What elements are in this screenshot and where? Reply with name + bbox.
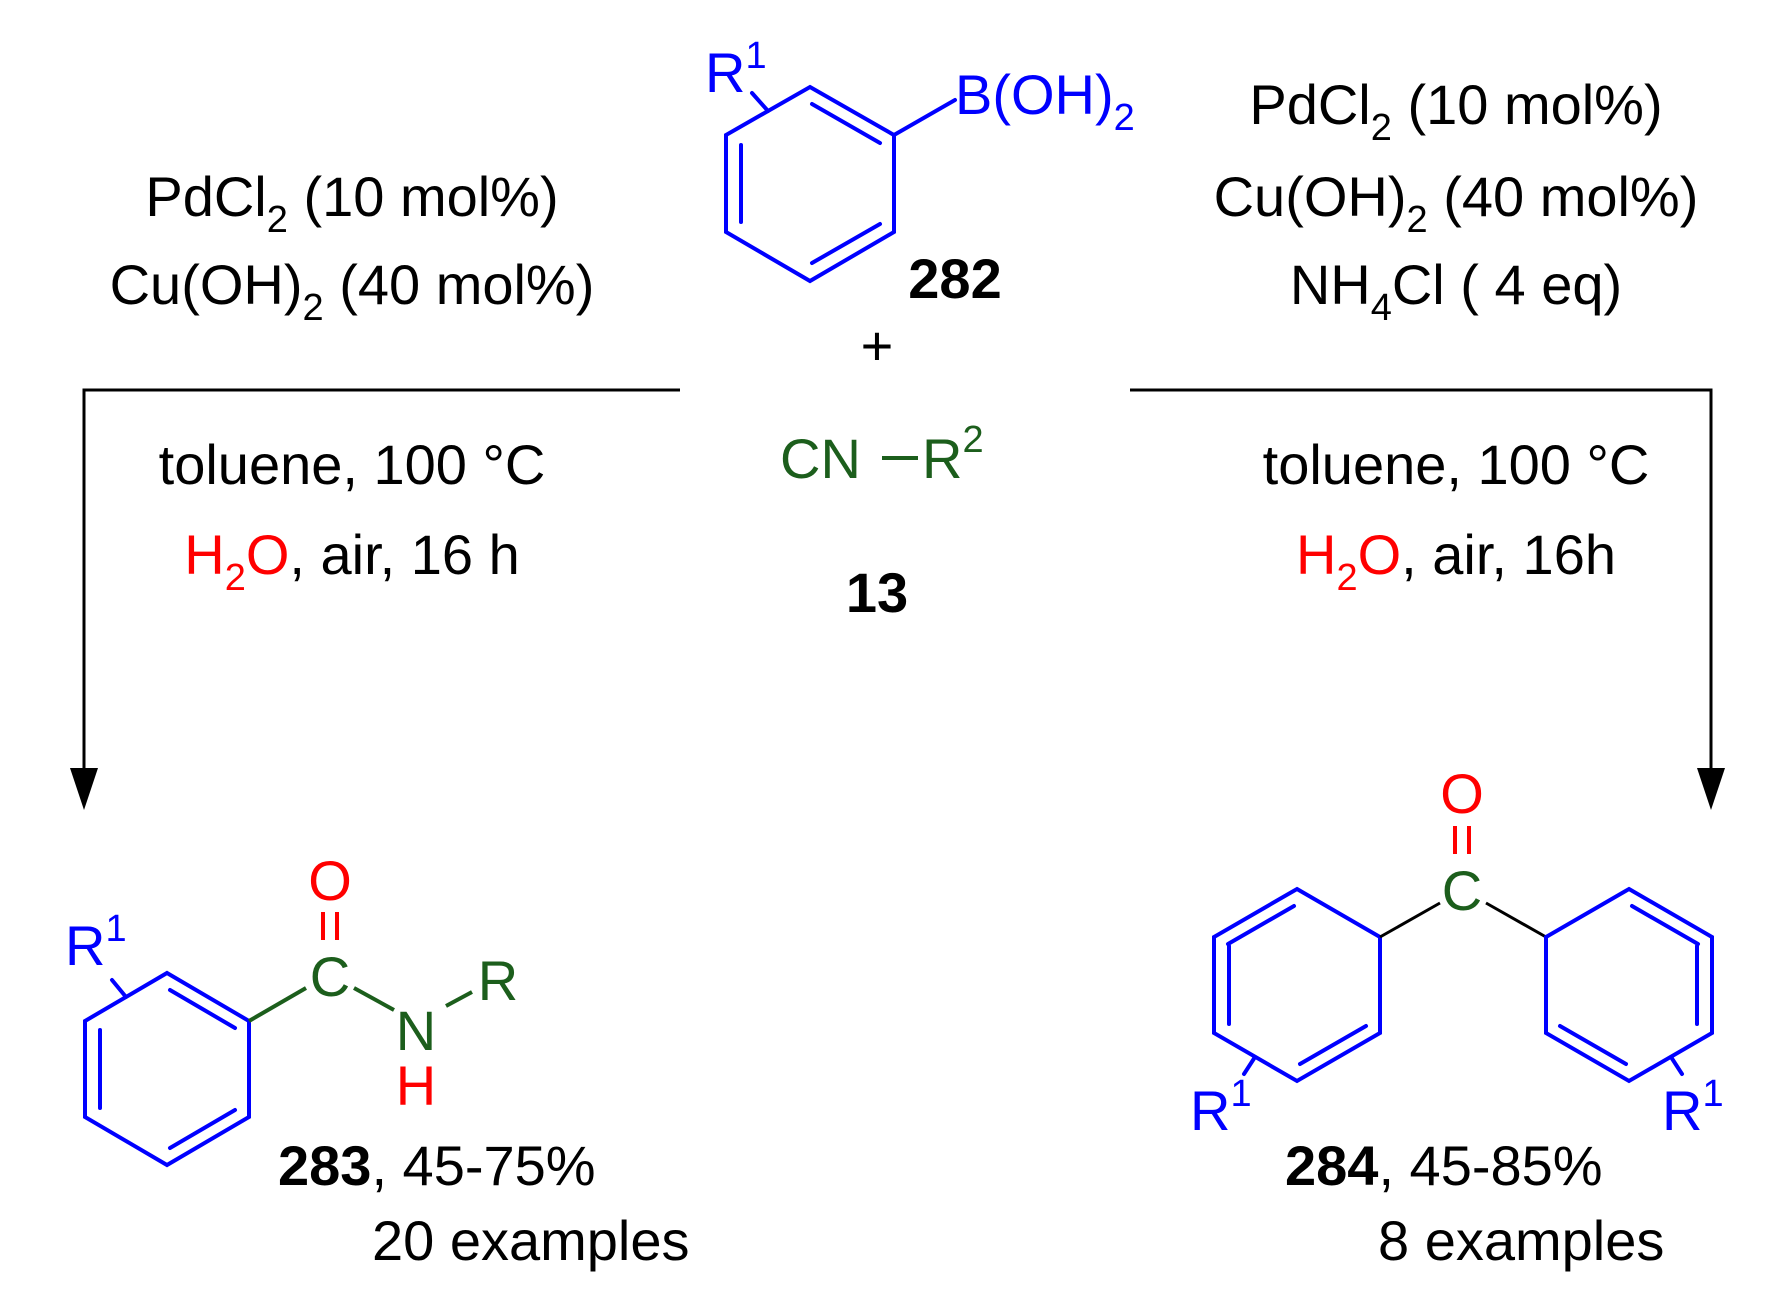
compound-282-label: 282	[908, 247, 1001, 310]
amide-hydrogen-label: H	[396, 1054, 436, 1117]
ketone-r1-right-label: R1	[1662, 1073, 1724, 1142]
boronic-acid-label: B(OH)2	[955, 63, 1135, 139]
compound-284-yield: 284, 45-85%	[1285, 1134, 1603, 1197]
aryl-carbonyl-bond	[247, 986, 308, 1023]
nitrile-structure: CN R2	[780, 419, 984, 490]
ring-double-bond	[1226, 904, 1296, 946]
boronic-acid-structure: R1 B(OH)2	[705, 35, 1135, 284]
amide-carbon-label: C	[310, 945, 350, 1008]
nitrile-r2-label: R2	[922, 419, 984, 490]
plus-sign: +	[861, 314, 894, 377]
ring-double-bond	[1298, 1024, 1368, 1066]
ketone-product-structure: R1 C O R1	[1190, 762, 1724, 1142]
right-water-air-time: H2O, air, 16h	[1296, 523, 1616, 599]
right-cocatalyst: Cu(OH)2 (40 mol%)	[1214, 165, 1699, 241]
ketone-left-ring	[1212, 886, 1382, 1084]
substituent-bond	[1242, 1055, 1257, 1076]
amide-r-label: R	[478, 949, 518, 1012]
amide-ring	[83, 970, 251, 1168]
right-solvent-temp: toluene, 100 °C	[1263, 433, 1650, 496]
carbon-nitrogen-bond	[353, 986, 395, 1012]
right-reaction-arrow	[1130, 388, 1725, 810]
ring-double-bond	[810, 102, 882, 145]
compound-13-label: 13	[846, 561, 908, 624]
amide-r1-label: R1	[65, 908, 127, 977]
ring-double-bond	[168, 988, 237, 1030]
ring-double-bond	[168, 1108, 237, 1150]
left-cocatalyst: Cu(OH)2 (40 mol%)	[110, 253, 595, 329]
left-water-air-time: H2O, air, 16 h	[184, 523, 520, 599]
right-additive: NH4Cl ( 4 eq)	[1290, 253, 1622, 329]
left-solvent-temp: toluene, 100 °C	[159, 433, 546, 496]
right-aryl-carbonyl-bond	[1485, 901, 1547, 939]
ketone-oxygen-label: O	[1440, 762, 1484, 825]
nitrile-cn-label: CN	[780, 427, 861, 490]
compound-284-examples: 8 examples	[1378, 1209, 1664, 1272]
substituent-bond	[750, 91, 770, 113]
right-arrowhead	[1697, 768, 1725, 810]
boronic-acid-ring	[724, 84, 896, 284]
ring-double-bond	[1630, 904, 1700, 946]
substituent-bond	[110, 978, 128, 999]
nitrogen-r-bond	[445, 990, 473, 1008]
amide-product-structure: R1 C O N H R	[65, 849, 518, 1168]
ketone-carbon-label: C	[1442, 859, 1482, 922]
amide-oxygen-label: O	[308, 849, 352, 912]
substituent-bond	[1669, 1055, 1684, 1076]
ring-double-bond	[810, 222, 882, 265]
left-aryl-carbonyl-bond	[1379, 901, 1441, 939]
left-catalyst: PdCl2 (10 mol%)	[145, 165, 558, 241]
left-reaction-arrow	[70, 388, 680, 810]
amide-nitrogen-label: N	[396, 999, 436, 1062]
compound-283-examples: 20 examples	[372, 1209, 690, 1272]
right-catalyst: PdCl2 (10 mol%)	[1249, 73, 1662, 149]
ring-double-bond	[1558, 1024, 1628, 1066]
boron-bond	[892, 98, 957, 137]
ketone-right-ring	[1544, 886, 1714, 1084]
left-arrowhead	[70, 768, 98, 810]
ketone-r1-left-label: R1	[1190, 1073, 1252, 1142]
r1-label: R1	[705, 35, 767, 104]
compound-283-yield: 283, 45-75%	[278, 1134, 596, 1197]
